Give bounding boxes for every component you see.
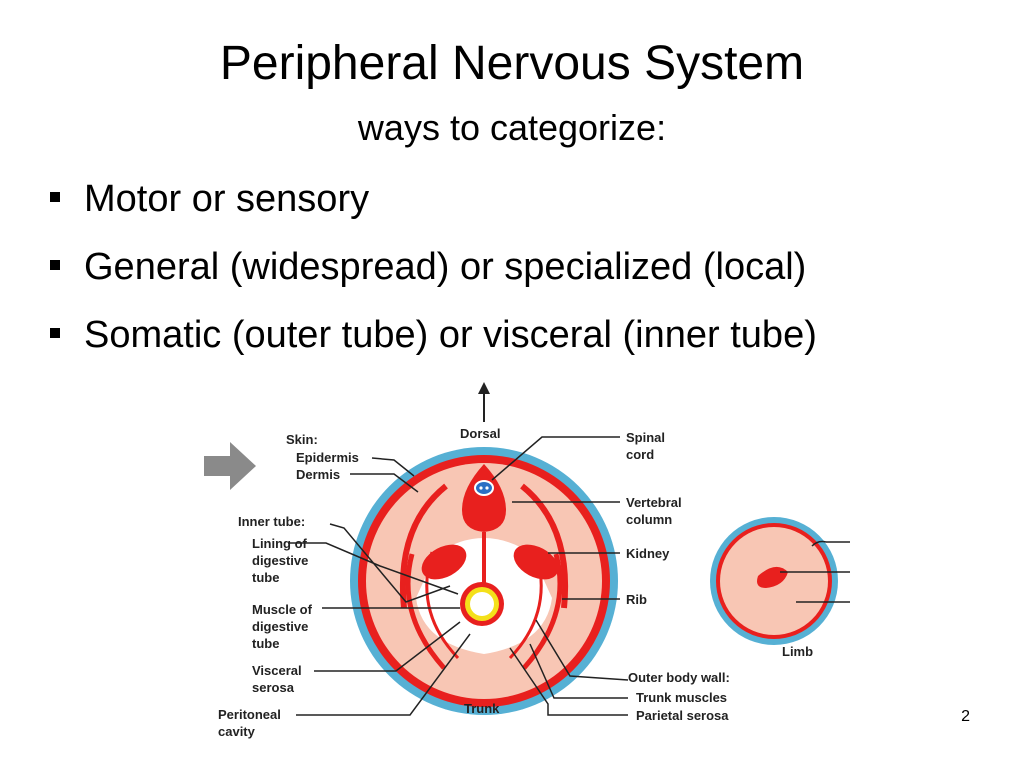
label-lining-3: tube xyxy=(252,570,279,585)
bullet-item: Somatic (outer tube) or visceral (inner … xyxy=(48,308,817,376)
vertebral-column xyxy=(462,464,506,532)
rib-left xyxy=(399,483,448,609)
slide-subtitle: ways to categorize: xyxy=(357,107,667,148)
label-peritoneal-1: Peritoneal xyxy=(218,707,281,722)
pointer-arrow-icon xyxy=(204,442,256,490)
bullet-item: Motor or sensory xyxy=(48,172,817,240)
slide-title: Peripheral Nervous System xyxy=(219,37,805,90)
bullet-text: Somatic (outer tube) or visceral (inner … xyxy=(84,314,817,356)
label-vertebral-2: column xyxy=(626,512,672,527)
label-lining-1: Lining of xyxy=(252,536,308,551)
label-outer-body-wall: Outer body wall: xyxy=(628,670,730,685)
kidney-right xyxy=(513,544,559,580)
label-visceral-2: serosa xyxy=(252,680,295,695)
label-muscle-1: Muscle of xyxy=(252,602,313,617)
label-muscle-2: digestive xyxy=(252,619,308,634)
label-limb: Limb xyxy=(782,644,813,659)
label-inner-tube: Inner tube: xyxy=(238,514,305,529)
trunk-muscle-right xyxy=(522,553,563,670)
square-bullet-icon xyxy=(50,328,60,338)
bullet-text: General (widespread) or specialized (loc… xyxy=(84,246,807,288)
limb-cross-section xyxy=(710,517,850,645)
label-skin: Skin: xyxy=(286,432,318,447)
kidney-left xyxy=(421,544,467,580)
label-dermis: Dermis xyxy=(296,467,340,482)
spinal-cord xyxy=(474,480,494,496)
label-trunk-muscles: Trunk muscles xyxy=(636,690,727,705)
label-trunk: Trunk xyxy=(464,701,500,716)
trunk-cross-section xyxy=(350,447,618,715)
bullet-text: Motor or sensory xyxy=(84,178,370,220)
label-muscle-3: tube xyxy=(252,636,279,651)
label-dorsal: Dorsal xyxy=(460,426,500,441)
label-epidermis: Epidermis xyxy=(296,450,359,465)
square-bullet-icon xyxy=(50,260,60,270)
label-lining-2: digestive xyxy=(252,553,308,568)
digestive-tube-lumen xyxy=(470,592,494,616)
rib-right xyxy=(520,483,569,609)
bullet-list: Motor or sensory General (widespread) or… xyxy=(48,172,817,376)
trunk-muscle-left xyxy=(405,553,446,670)
label-peritoneal-2: cavity xyxy=(218,724,256,739)
leader-lines xyxy=(288,436,629,716)
label-vertebral-1: Vertebral xyxy=(626,495,682,510)
label-spinal-1: Spinal xyxy=(626,430,665,445)
dorsal-arrow-icon xyxy=(478,382,490,422)
diagram-labels: Dorsal Skin: Epidermis Dermis Inner tube… xyxy=(218,426,813,739)
page-number: 2 xyxy=(961,708,970,725)
bullet-item: General (widespread) or specialized (loc… xyxy=(48,240,817,308)
label-visceral-1: Visceral xyxy=(252,663,302,678)
body-cross-section-diagram: Dorsal Skin: Epidermis Dermis Inner tube… xyxy=(204,382,850,739)
label-spinal-2: cord xyxy=(626,447,654,462)
label-kidney: Kidney xyxy=(626,546,670,561)
label-rib: Rib xyxy=(626,592,647,607)
label-parietal-serosa: Parietal serosa xyxy=(636,708,729,723)
square-bullet-icon xyxy=(50,192,60,202)
